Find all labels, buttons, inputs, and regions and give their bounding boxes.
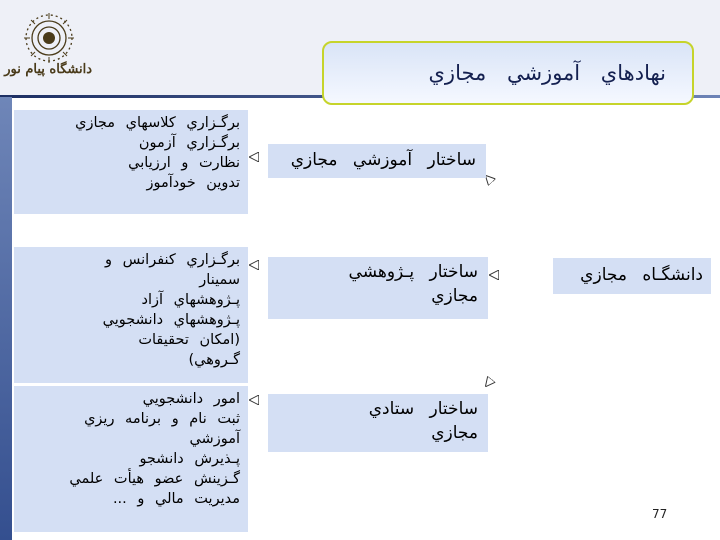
virtual-university-node: دانشگـاه مجازي (553, 258, 711, 294)
list-item: برگـزاري آزمون (138, 135, 240, 151)
list-item: نظارت و ارزيابي (128, 155, 240, 171)
research-structure-label-1: ساختار پـژوهشي (348, 262, 478, 282)
page-number: 77 (652, 507, 668, 521)
list-item: برگـزاري كنفرانس و (105, 252, 240, 268)
list-item: ثبت نام و برنامه ريزي (84, 411, 240, 427)
research-structure-node: ساختار پـژوهشي مجازي (268, 257, 488, 319)
list-item: آموزشي (189, 431, 240, 447)
research-structure-label-2: مجازي (431, 286, 478, 306)
staff-structure-label-1: ساختار ستادي (368, 399, 478, 419)
list-item: پـذيرش دانشجو (139, 451, 240, 467)
list-item: (امكان تحقيقات (138, 332, 240, 348)
staff-structure-node: ساختار ستادي مجازي (268, 394, 488, 452)
list-item: پـژوهشهاي دانشجويي (102, 312, 240, 328)
list-item: گـروهي) (188, 352, 240, 368)
staff-structure-label-2: مجازي (431, 423, 478, 443)
side-band (0, 97, 12, 540)
university-logo-icon (24, 13, 74, 63)
slide-title: نهادهاي آموزشي مجازي (322, 41, 694, 105)
list-item: سمينار (199, 272, 240, 288)
edu-structure-node: ساختار آموزشي مجازي (268, 144, 486, 178)
list-item: پـژوهشهاي آزاد (141, 292, 240, 308)
list-item: گـزينش عضو هيأت علمي (69, 471, 240, 487)
logo-text: دانشگاه پیام نور (4, 62, 92, 77)
list-item: برگـزاري كلاسهاي مجازي (75, 115, 240, 131)
staff-functions-list: امور دانشجويي ثبت نام و برنامه ريزي آموز… (14, 386, 248, 532)
list-item: تدوين خودآموز (146, 175, 240, 191)
list-item: امور دانشجويي (142, 391, 240, 407)
edu-functions-list: برگـزاري كلاسهاي مجازي برگـزاري آزمون نظ… (14, 110, 248, 214)
edu-structure-label: ساختار آموزشي مجازي (290, 150, 476, 170)
list-item: مديريت مالي و ... (112, 491, 240, 507)
virtual-university-label: دانشگـاه مجازي (580, 265, 703, 285)
research-functions-list: برگـزاري كنفرانس و سمينار پـژوهشهاي آزاد… (14, 247, 248, 383)
